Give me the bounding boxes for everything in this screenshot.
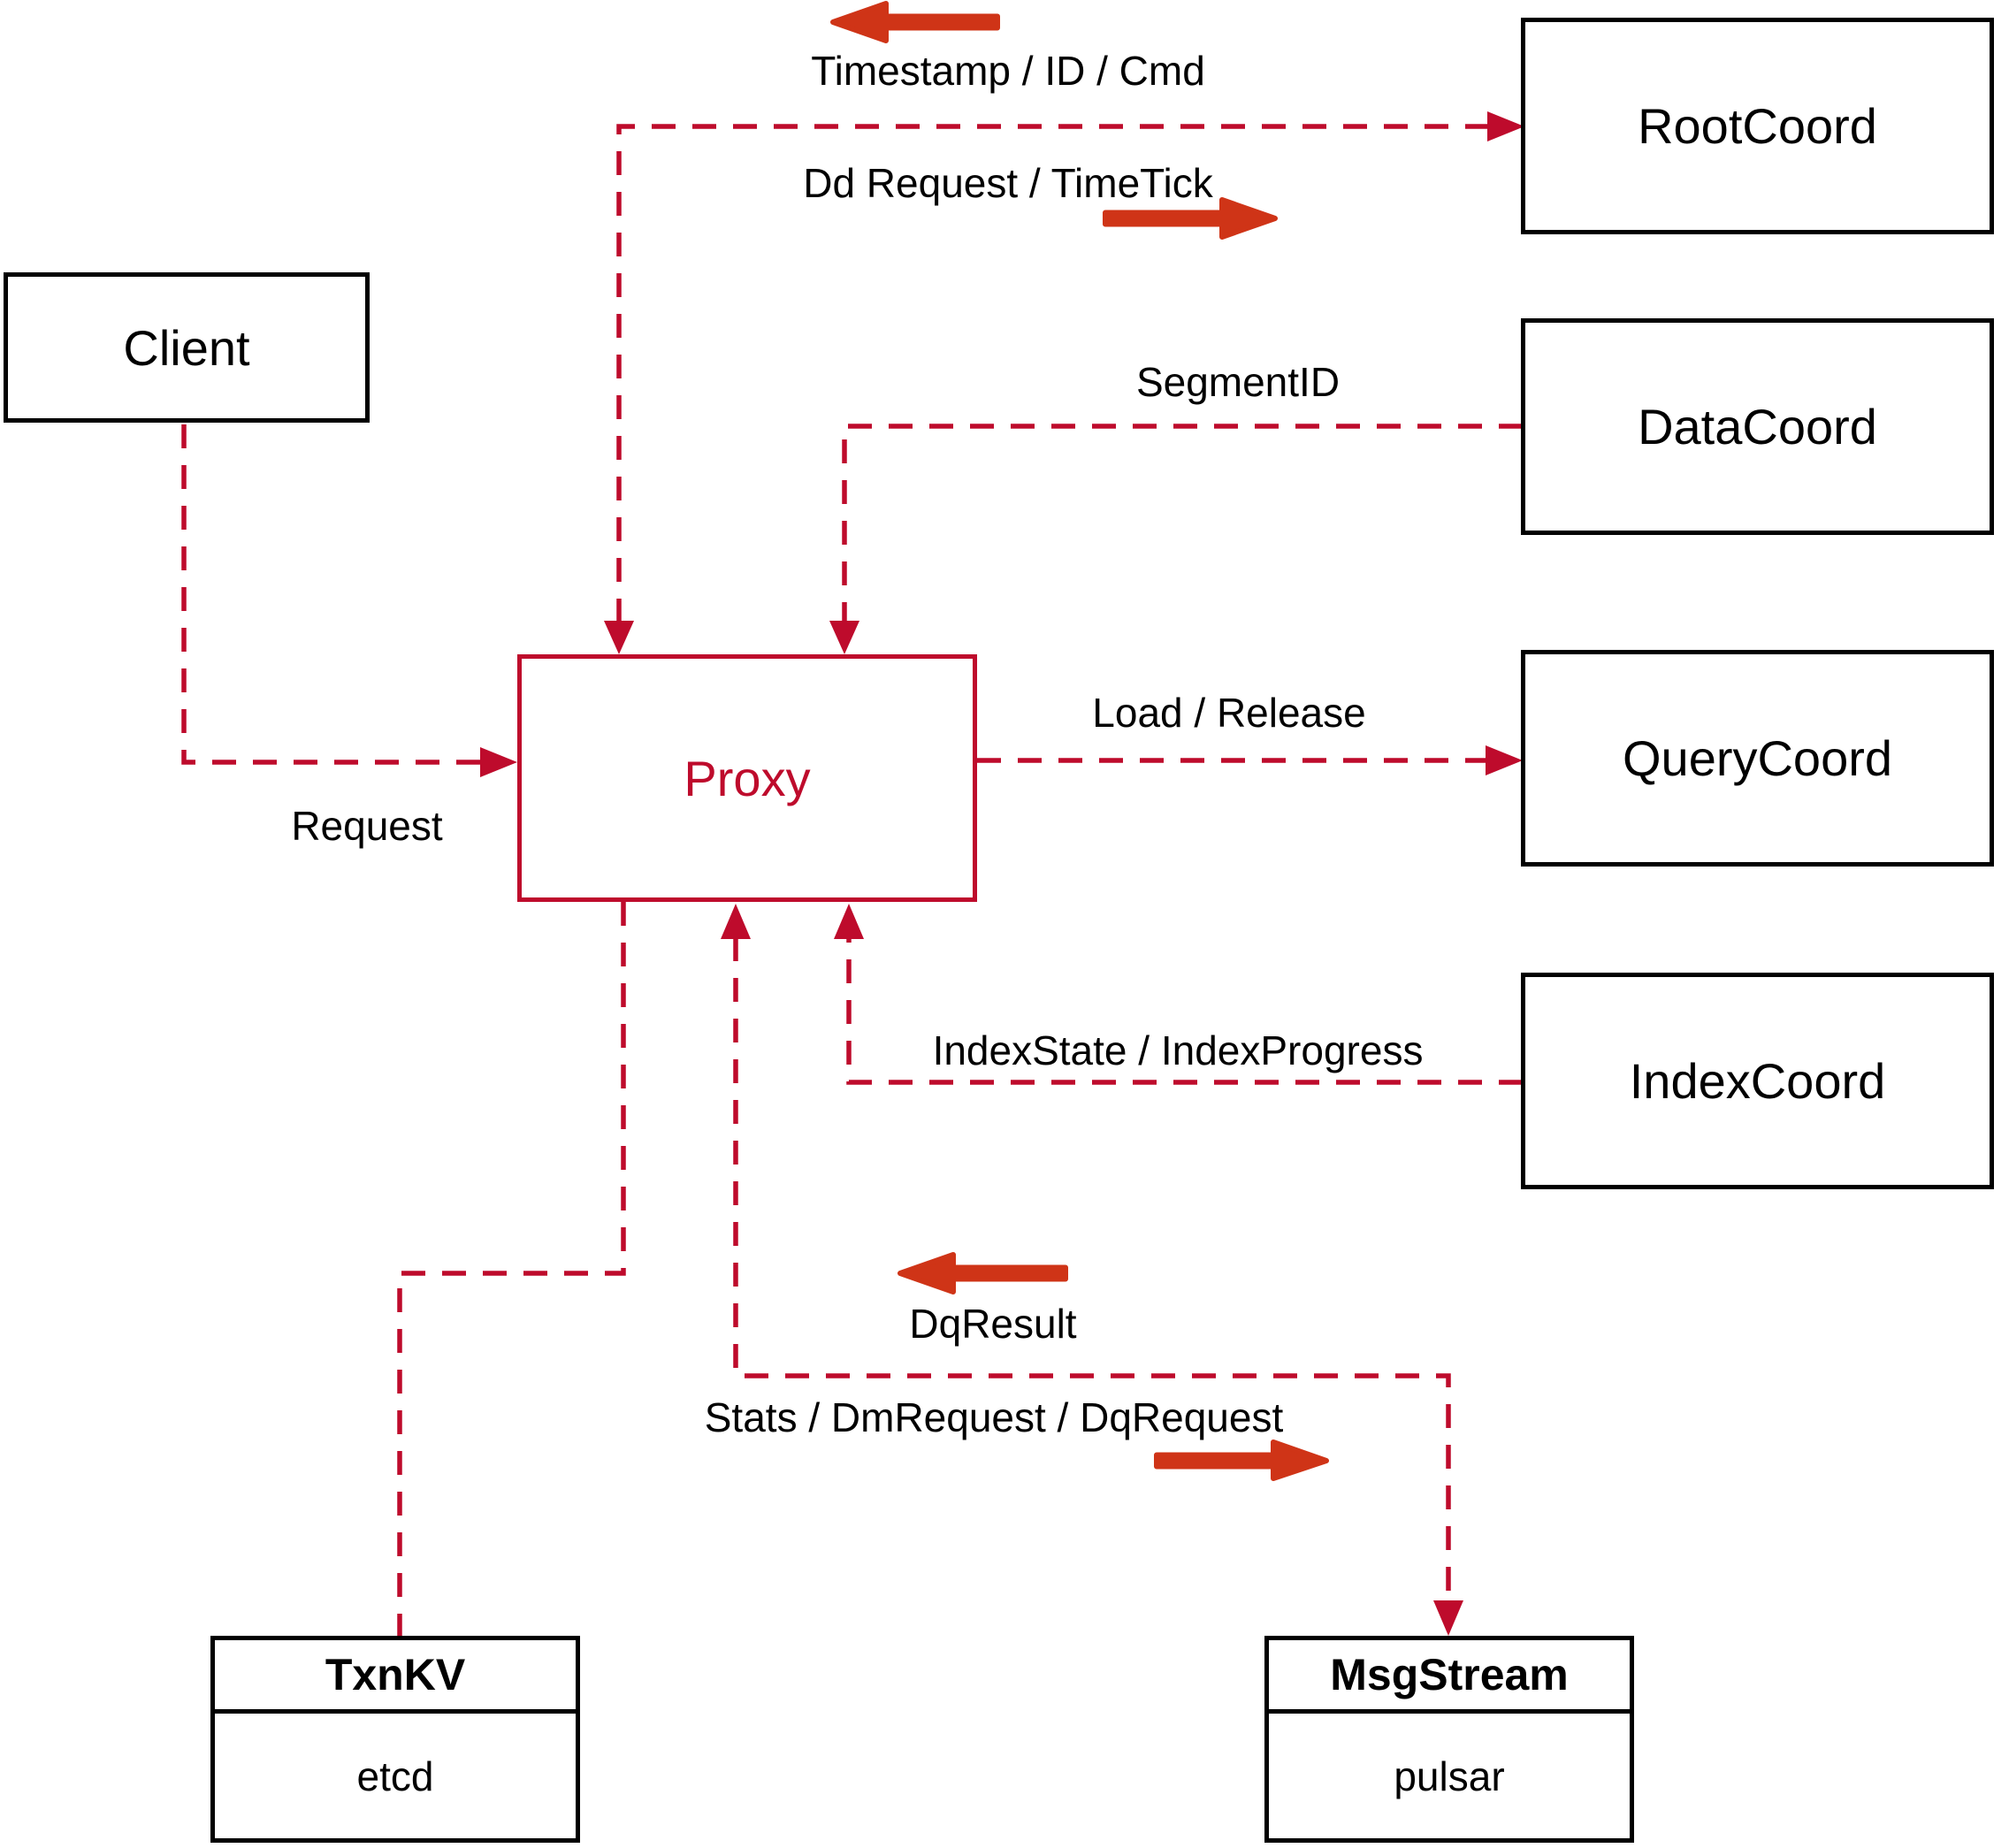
node-txnkv-title: TxnKV [215,1640,576,1714]
arrowhead-right-into-querycoord-icon [1486,745,1523,775]
connector-arrowheads [480,111,1524,1636]
direction-arrow-left-icon [830,1,1000,43]
edge-label-dd-request-timetick: Dd Request / TimeTick [803,160,1213,206]
edge-label-request: Request [291,803,443,849]
direction-arrow-left-icon [898,1252,1068,1294]
edge-label-timestamp-id-cmd: Timestamp / ID / Cmd [811,48,1205,94]
node-rootcoord: RootCoord [1521,18,1994,234]
arrowhead-up-into-proxy-icon [834,904,864,939]
direction-arrows [830,1,1329,1481]
edge-label-stats-dm-dq: Stats / DmRequest / DqRequest [704,1394,1284,1440]
node-indexcoord: IndexCoord [1521,973,1994,1189]
arrowhead-up-into-proxy-icon [721,904,751,939]
edge-client-proxy [181,424,482,765]
node-datacoord-label: DataCoord [1638,399,1877,454]
node-msgstream-title: MsgStream [1269,1640,1630,1714]
node-msgstream-impl: pulsar [1394,1753,1505,1799]
arrowhead-right-into-proxy-icon [480,747,517,777]
node-datacoord: DataCoord [1521,318,1994,535]
arrowhead-down-into-proxy-icon [604,621,634,654]
arrowhead-right-into-rootcoord-icon [1487,111,1524,141]
edge-proxy-txnkv [397,902,626,1638]
edge-label-index-state: IndexState / IndexProgress [932,1027,1424,1073]
connector-lines [181,124,1523,1638]
node-proxy: Proxy [517,654,977,902]
node-querycoord: QueryCoord [1521,650,1994,867]
edge-label-dq-result: DqResult [909,1301,1077,1347]
node-proxy-label: Proxy [684,750,811,806]
edge-label-load-release: Load / Release [1092,690,1366,736]
node-msgstream: MsgStream pulsar [1264,1636,1634,1843]
direction-arrow-right-icon [1103,197,1278,240]
node-querycoord-label: QueryCoord [1622,730,1893,786]
node-txnkv: TxnKV etcd [210,1636,580,1843]
node-indexcoord-label: IndexCoord [1629,1053,1886,1109]
edge-indexcoord-proxy [846,937,1523,1085]
arrowhead-down-into-proxy-icon [829,621,859,654]
arrowhead-down-into-msgstream-icon [1433,1600,1463,1636]
node-client-label: Client [123,319,250,376]
node-txnkv-impl: etcd [356,1753,434,1799]
edge-proxy-msgstream [733,937,1451,1602]
node-client: Client [4,272,370,423]
node-rootcoord-label: RootCoord [1638,98,1877,154]
edge-proxy-rootcoord [616,124,1489,622]
edge-label-segment-id: SegmentID [1135,359,1341,405]
direction-arrow-right-icon [1154,1439,1329,1481]
edge-datacoord-proxy [842,424,1523,622]
